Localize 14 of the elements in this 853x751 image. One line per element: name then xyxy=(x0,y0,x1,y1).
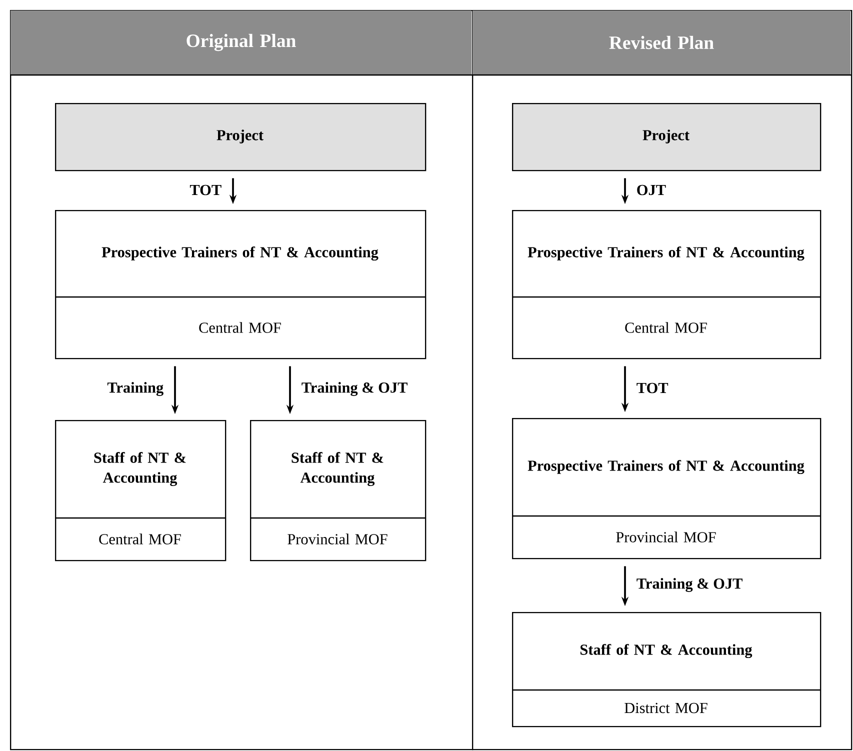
project-box: Project xyxy=(55,103,426,172)
edge-label: OJT xyxy=(635,184,668,196)
process-box: Prospective Trainers of NT & Accounting Central MOF xyxy=(55,210,426,360)
project-box: Project xyxy=(512,103,822,172)
process-box: Prospective Trainers of NT & Accounting Central MOF xyxy=(512,210,822,360)
edge-label: Training xyxy=(106,380,165,398)
process-box: Staff of NT & Accounting Central MOF xyxy=(55,420,226,562)
process-box: Staff of NT & Accounting Provincial MOF xyxy=(250,420,426,562)
process-box: Prospective Trainers of NT & Accounting Provincial MOF xyxy=(512,418,822,560)
edge-label: TOT xyxy=(188,184,223,196)
edge-label: Training & OJT xyxy=(635,576,744,594)
process-box: Staff of NT & Accounting District MOF xyxy=(512,612,822,728)
edge-label: TOT xyxy=(635,382,670,394)
edge-label: Training & OJT xyxy=(300,380,409,398)
